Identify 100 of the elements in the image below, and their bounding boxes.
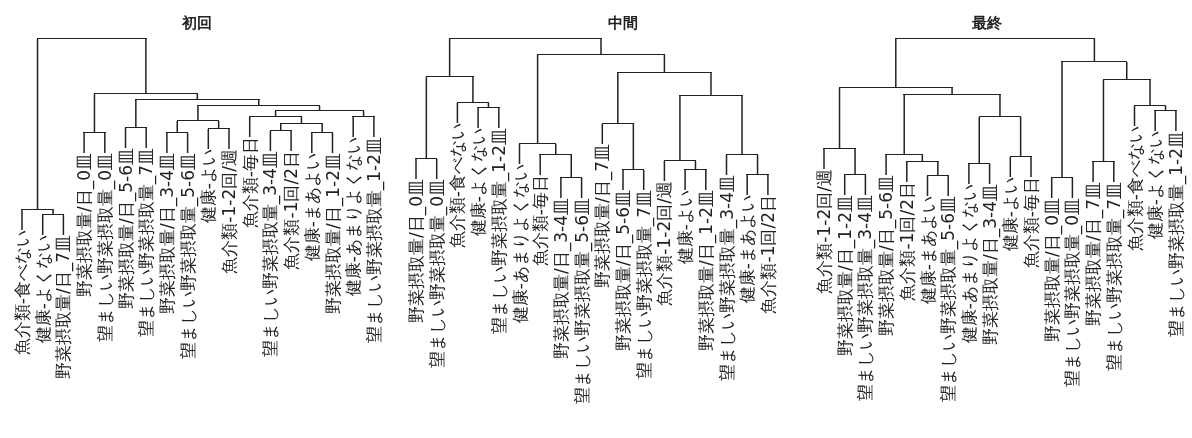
branch-line — [642, 169, 645, 191]
branch-line — [1019, 116, 1022, 158]
branch-line — [999, 94, 1001, 118]
branch-line — [741, 95, 743, 156]
leaf-label: 健康-まあよい — [303, 153, 321, 262]
branch-line — [1092, 161, 1094, 183]
leaf-label: 健康-よい — [676, 190, 694, 265]
branch-line — [104, 132, 106, 154]
branch-line — [362, 110, 365, 118]
leaf-label: 野菜摂取量/日_0皿 — [1043, 198, 1061, 343]
leaf-label: 健康-あまりよくない — [960, 184, 978, 344]
branch-line — [228, 128, 230, 150]
branch-line — [498, 107, 500, 129]
branch-line — [705, 169, 707, 191]
branch-line — [906, 161, 908, 183]
branch-line — [988, 163, 991, 185]
leaf-label: 魚介類-1回/2日 — [282, 151, 300, 270]
leaf-label: 魚介類-毎日 — [531, 175, 549, 267]
branch-line — [1175, 110, 1177, 132]
branch-line — [321, 123, 323, 134]
leaf-label: 望ましい野菜摂取量_1-2皿 — [1167, 131, 1185, 338]
branch-line — [435, 158, 438, 180]
branch-line — [1030, 156, 1032, 178]
branch-line — [62, 214, 65, 236]
leaf-label: 健康-よい — [1001, 177, 1019, 252]
leaf-label: 野菜摂取量/日_1-2皿 — [836, 195, 854, 356]
branch-line — [1102, 79, 1105, 163]
branch-line — [318, 105, 321, 112]
branch-line — [425, 76, 428, 160]
leaf-label: 魚介類-食べない — [13, 230, 31, 356]
leaf-label: 魚介類-毎日 — [241, 137, 259, 229]
branch-line — [415, 158, 417, 180]
branch-line — [1164, 105, 1167, 112]
branch-line — [135, 99, 137, 129]
leaf-label: 望ましい野菜摂取量_3-4皿 — [261, 151, 279, 358]
branch-line — [258, 99, 260, 107]
leaf-label: 野菜摂取量/日_0皿 — [407, 179, 425, 324]
leaf-label: 健康-よくない — [469, 128, 487, 237]
leaf-label: 野菜摂取量/日_7皿 — [54, 235, 72, 380]
branch-line — [124, 127, 127, 149]
branch-line — [352, 116, 354, 138]
branch-line — [1154, 110, 1156, 132]
leaf-label: 望ましい野菜摂取量_0皿 — [428, 179, 446, 369]
branch-line — [518, 143, 521, 165]
leaf-label: 望ましい野菜摂取量_5-6皿 — [573, 198, 591, 405]
branch-line — [176, 120, 178, 134]
leaf-label: 魚介類-毎日 — [1022, 177, 1040, 269]
leaf-label: 野菜摂取量/日_1-2皿 — [324, 153, 341, 314]
panel-title: 中間 — [608, 14, 638, 33]
branch-line — [1126, 61, 1128, 81]
leaf-label: 望ましい野菜摂取量_7皿 — [635, 190, 653, 380]
branch-line — [373, 116, 375, 138]
branch-line — [854, 148, 856, 176]
branch-line — [903, 94, 905, 156]
branch-line — [684, 169, 686, 191]
branch-line — [580, 177, 583, 199]
branch-line — [632, 123, 635, 171]
branch-line — [217, 120, 220, 130]
branch-line — [1093, 38, 1096, 63]
leaf-label: 望ましい野菜摂取量_1-2皿 — [365, 137, 383, 344]
leaf-label: 魚介類-1回/2日 — [898, 182, 916, 301]
branch-line — [823, 148, 825, 170]
leaf-label: 望ましい野菜摂取量_3-4皿 — [856, 195, 874, 402]
leaf-label: 健康-あまりよくない — [344, 137, 362, 297]
panel-title: 初回 — [182, 14, 212, 33]
branch-line — [166, 132, 168, 154]
branch-line — [536, 54, 539, 145]
branch-line — [539, 154, 541, 176]
branch-line — [622, 169, 624, 191]
leaf-label: 健康-よくない — [1146, 131, 1164, 240]
branch-line — [1133, 105, 1136, 127]
branch-line — [926, 175, 929, 197]
leaf-label: 健康-まあよい — [919, 196, 936, 305]
leaf-label: 野菜摂取量/日_5-6皿 — [117, 148, 134, 309]
leaf-label: 望ましい野菜摂取量_7皿 — [1105, 182, 1123, 372]
branch-line — [196, 93, 199, 101]
branch-line — [1009, 156, 1012, 178]
branch-line — [145, 127, 147, 149]
leaf-label: 野菜摂取量/日_5-6皿 — [614, 190, 632, 351]
branch-line — [554, 143, 557, 156]
branch-line — [895, 38, 897, 89]
branch-line — [601, 123, 604, 145]
branch-line — [487, 102, 490, 109]
leaf-label: 望ましい野菜摂取量_1-2皿 — [490, 128, 508, 335]
branch-line — [331, 132, 334, 154]
branch-line — [311, 132, 313, 154]
branch-line — [1050, 177, 1053, 199]
branch-line — [274, 110, 277, 118]
branch-line — [36, 38, 39, 211]
panel-title: 最終 — [972, 14, 1002, 33]
branch-line — [145, 38, 147, 95]
leaf-label: 望ましい野菜摂取量_0皿 — [1063, 198, 1081, 388]
branch-line — [947, 175, 949, 197]
branch-line — [746, 174, 748, 196]
branch-line — [951, 87, 953, 96]
leaf-label: 健康-よい — [199, 149, 217, 224]
leaf-label: 野菜摂取量/日_7皿 — [1084, 182, 1102, 327]
branch-line — [560, 177, 562, 199]
branch-line — [41, 214, 44, 236]
leaf-label: 野菜摂取量/日_0皿 — [75, 153, 93, 298]
